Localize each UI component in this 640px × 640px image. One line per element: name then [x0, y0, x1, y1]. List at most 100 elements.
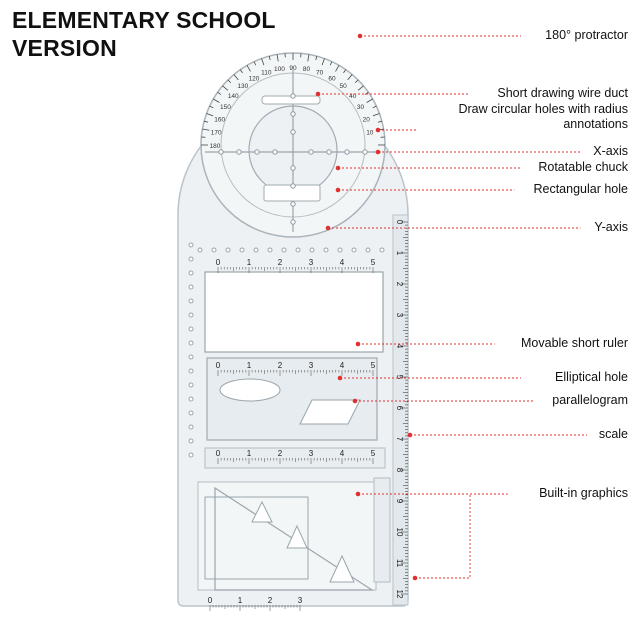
protractor-tick-label: 160 — [214, 116, 225, 123]
protractor-tick — [276, 54, 279, 62]
protractor-tick-label: 150 — [220, 104, 231, 111]
edge-hole — [188, 368, 194, 374]
vertical-scale-label: 10 — [395, 528, 404, 537]
label-rect-hole: Rectangular hole — [533, 182, 628, 196]
protractor-tick — [222, 85, 229, 91]
ruler-details: 1020304050607080901001101201301401501601… — [188, 53, 408, 611]
radius-hole — [236, 149, 242, 155]
edge-hole — [188, 284, 194, 290]
protractor-tick-label: 30 — [357, 104, 365, 111]
window-scale-label: 3 — [309, 258, 314, 267]
edge-hole — [188, 242, 194, 248]
small-scale-label: 2 — [268, 596, 273, 605]
label-protractor: 180° protractor — [545, 28, 628, 42]
protractor-tick-label: 70 — [316, 70, 324, 77]
protractor-tick — [233, 74, 239, 81]
edge-hole — [239, 247, 245, 253]
radius-hole — [218, 149, 224, 155]
protractor-tick — [335, 65, 340, 72]
small-scale-label: 3 — [298, 596, 303, 605]
radius-hole — [254, 149, 260, 155]
small-scale-label: 1 — [238, 596, 243, 605]
window-scale-label: 5 — [371, 258, 376, 267]
protractor-tick — [354, 79, 359, 84]
protractor-tick — [206, 113, 214, 117]
window-scale-label: 2 — [278, 258, 283, 267]
radius-hole — [290, 93, 296, 99]
lower-scale-band — [204, 447, 386, 469]
protractor-tick — [217, 91, 222, 95]
triangle-small-3 — [329, 554, 355, 583]
radius-hole — [290, 219, 296, 225]
vertical-scale-label: 5 — [395, 375, 404, 380]
edge-hole — [188, 354, 194, 360]
leader-dot-y-axis — [325, 225, 331, 231]
protractor-tick — [261, 58, 265, 66]
triangle-small-2 — [286, 524, 308, 549]
vertical-scale-label: 0 — [395, 220, 404, 225]
page-title: ELEMENTARY SCHOOL VERSION — [12, 6, 276, 62]
protractor-tick-label: 60 — [328, 75, 336, 82]
small-frame — [204, 496, 309, 580]
radius-hole — [326, 149, 332, 155]
edge-hole — [188, 312, 194, 318]
short-ruler-scale-label: 2 — [278, 361, 283, 370]
protractor-tick-label: 170 — [211, 129, 222, 136]
leader-dot-circular-holes — [375, 127, 381, 133]
label-parallelogram: parallelogram — [552, 393, 628, 407]
protractor-tick — [321, 58, 325, 66]
edge-hole — [281, 247, 287, 253]
protractor-tick-label: 90 — [289, 65, 297, 72]
leader-lines — [315, 33, 587, 581]
label-short-ruler: Movable short ruler — [521, 336, 628, 350]
radius-hole — [290, 129, 296, 135]
protractor-tick — [377, 120, 382, 123]
vertical-scale-label: 11 — [395, 559, 404, 568]
short-ruler-scale-label: 0 — [216, 361, 221, 370]
short-ruler-scale-label: 4 — [340, 361, 345, 370]
leader-dot-wire-duct — [315, 91, 321, 97]
radius-hole — [308, 149, 314, 155]
edge-hole — [188, 340, 194, 346]
protractor-tick — [364, 91, 369, 95]
radius-hole — [344, 149, 350, 155]
protractor-tick-label: 50 — [340, 83, 348, 90]
protractor-tick — [329, 61, 333, 66]
leader-dot-rect-hole — [335, 187, 341, 193]
edge-hole — [253, 247, 259, 253]
edge-hole — [365, 247, 371, 253]
edge-hole — [323, 247, 329, 253]
protractor-tick — [253, 61, 257, 66]
short-ruler-scale-label: 1 — [247, 361, 252, 370]
vertical-scale-label: 3 — [395, 313, 404, 318]
protractor-tick-label: 20 — [363, 116, 371, 123]
window-scale-label: 1 — [247, 258, 252, 267]
window-scale-label: 4 — [340, 258, 345, 267]
vertical-scale-strip — [392, 214, 409, 606]
lower-scale-label: 0 — [216, 449, 221, 458]
edge-hole — [211, 247, 217, 253]
vertical-scale-label: 9 — [395, 499, 404, 504]
protractor-tick-label: 140 — [228, 93, 239, 100]
radius-hole — [362, 149, 368, 155]
parallelogram-hole — [299, 399, 361, 425]
vertical-scale-label: 1 — [395, 251, 404, 256]
edge-hole — [188, 452, 194, 458]
protractor-tick — [343, 69, 347, 74]
short-ruler-scale-label: 5 — [371, 361, 376, 370]
radius-hole — [290, 201, 296, 207]
protractor-tick — [307, 54, 310, 62]
leader-dot-elliptical — [337, 375, 343, 381]
lower-scale-label: 4 — [340, 449, 345, 458]
leader-line-graphics-2 — [415, 494, 471, 579]
elliptical-hole — [219, 378, 281, 402]
leader-dot-graphics-2 — [412, 575, 418, 581]
edge-hole — [188, 326, 194, 332]
edge-hole — [309, 247, 315, 253]
edge-hole — [295, 247, 301, 253]
protractor-tick-label: 180 — [210, 143, 221, 150]
label-elliptical: Elliptical hole — [555, 370, 628, 384]
label-scale: scale — [598, 427, 628, 441]
